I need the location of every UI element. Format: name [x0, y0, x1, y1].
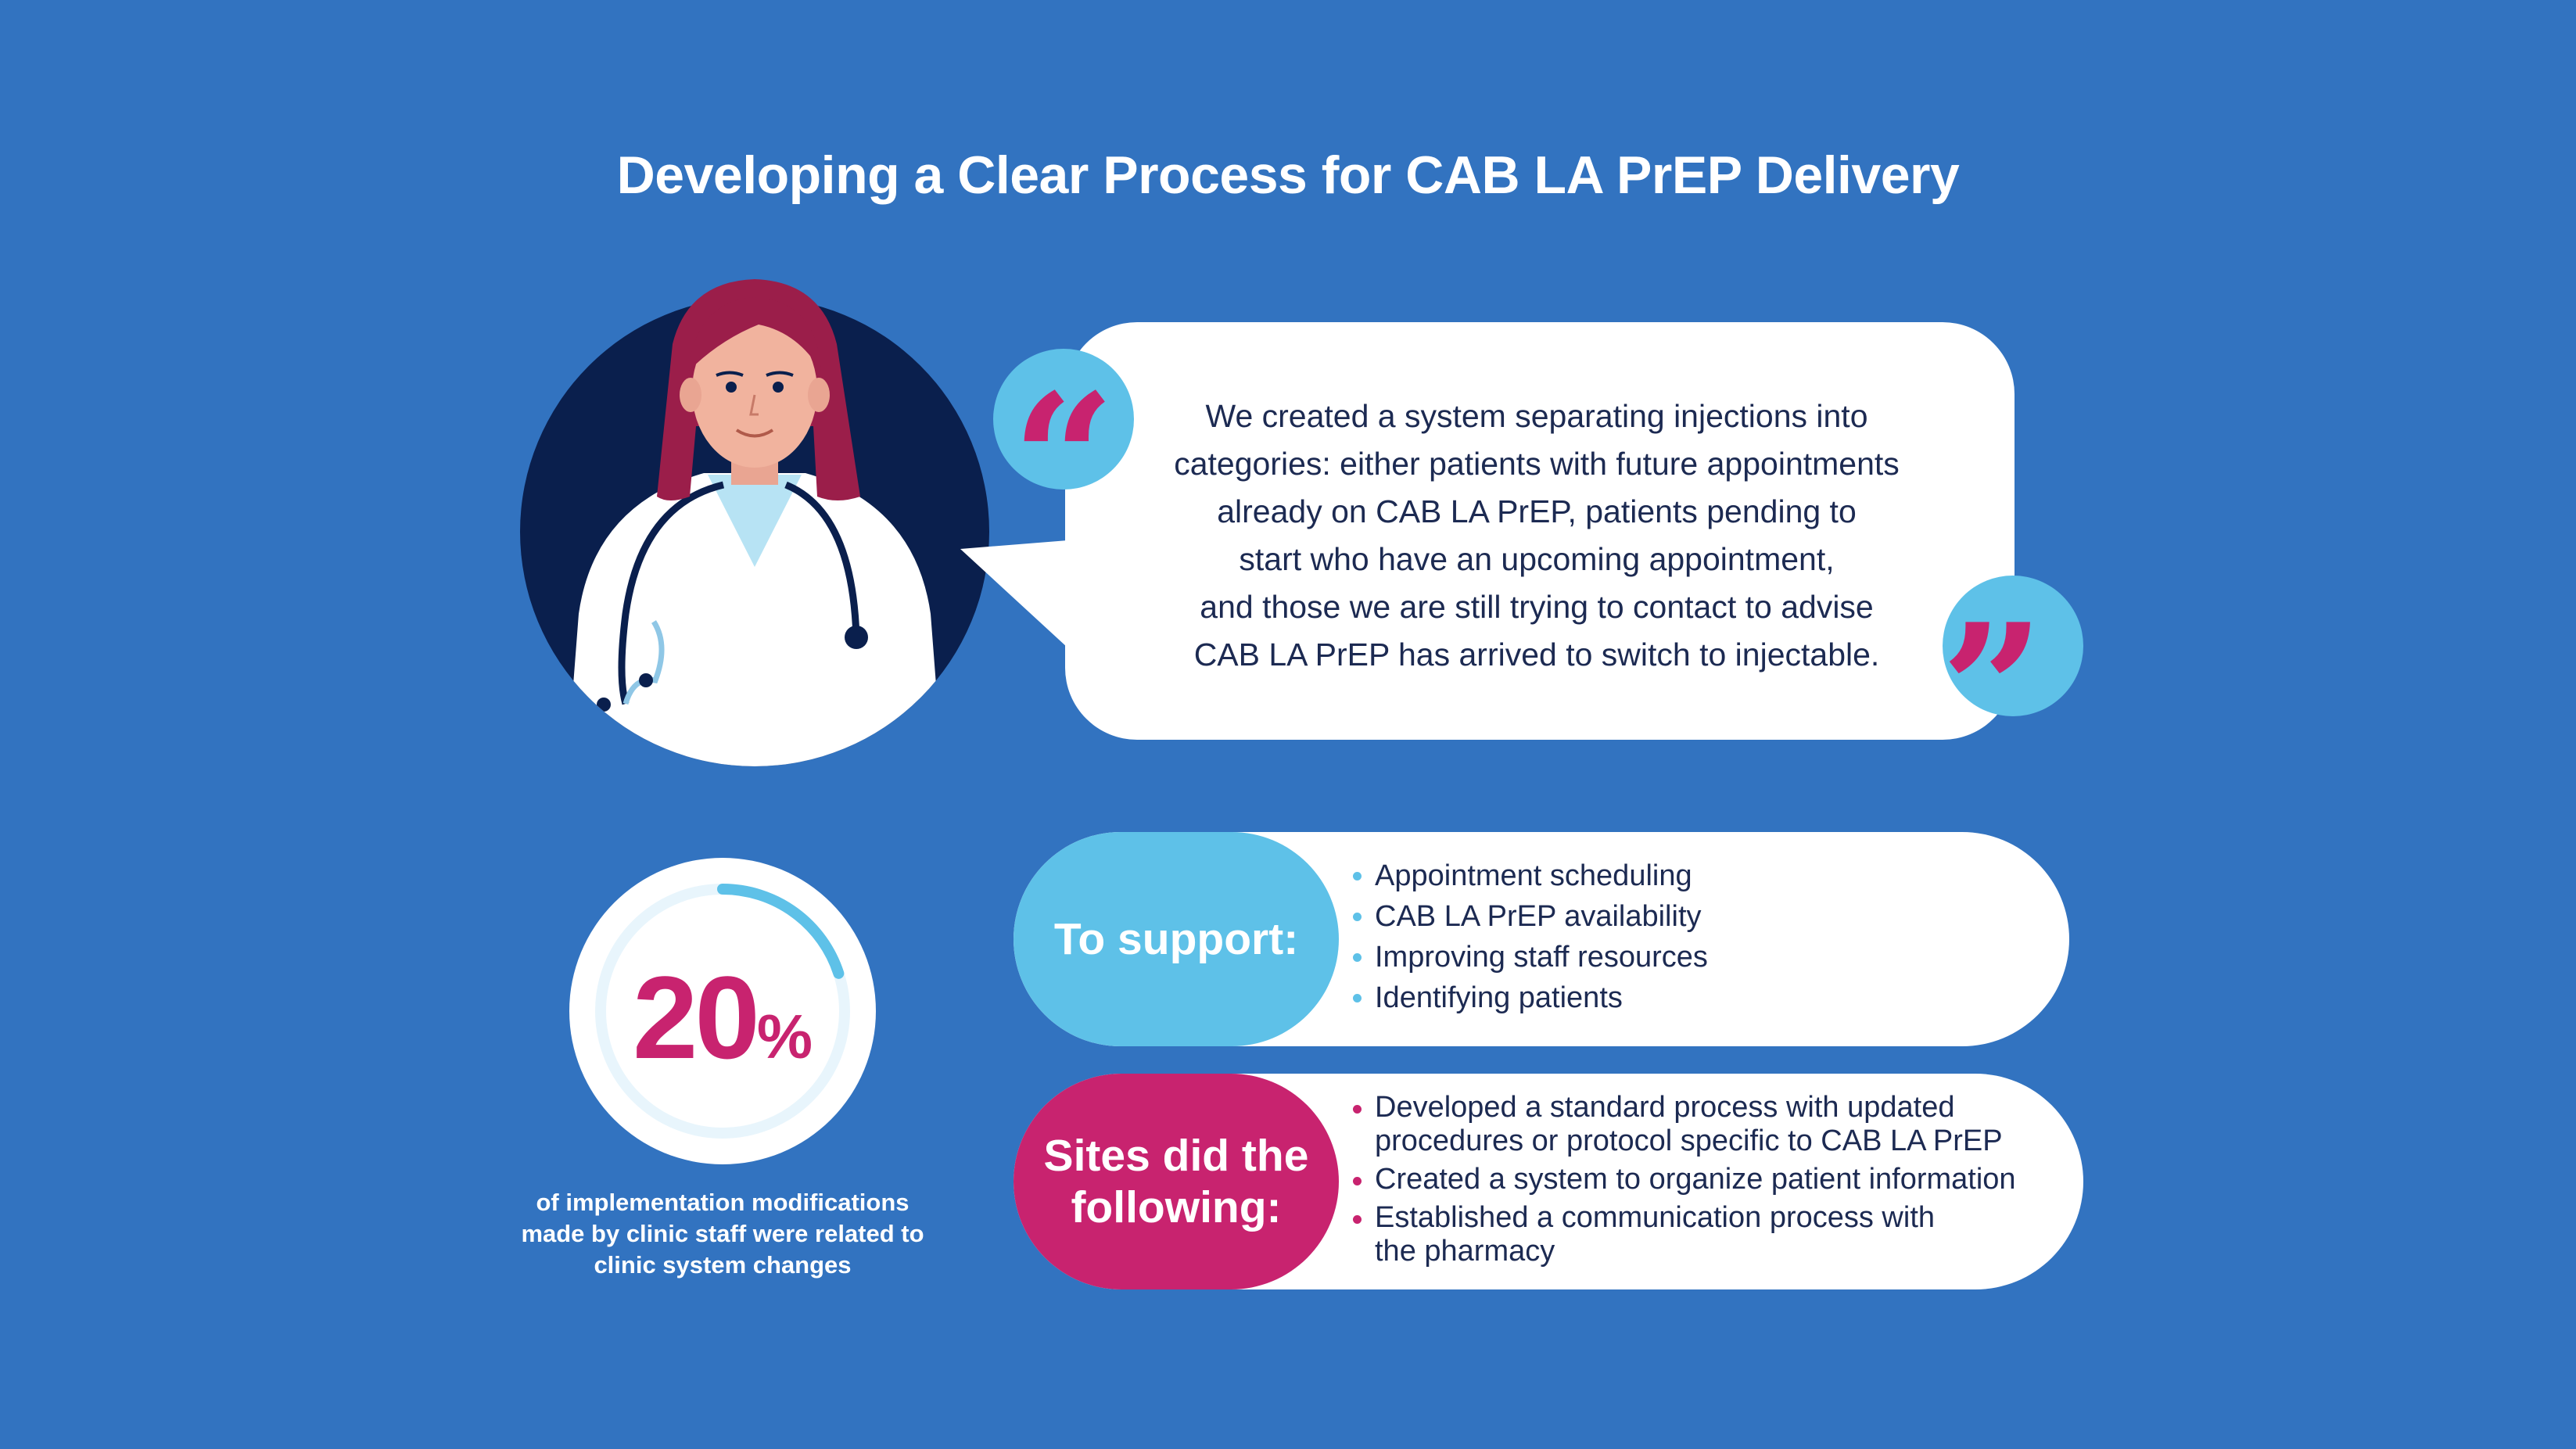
- support-label: To support:: [1014, 832, 1339, 1046]
- page-title: Developing a Clear Process for CAB LA Pr…: [616, 145, 1960, 205]
- quote-text: We created a system separating injection…: [1095, 393, 1979, 679]
- stat-unit: %: [756, 1002, 813, 1071]
- list-item-line: procedures or protocol specific to CAB L…: [1375, 1124, 2003, 1157]
- sites-label-line: following:: [1071, 1182, 1282, 1232]
- open-quote-icon: “: [993, 349, 1134, 566]
- progress-arc: [717, 884, 845, 979]
- support-panel: To support: Appointment scheduling CAB L…: [1014, 832, 2069, 1046]
- sites-panel: Sites did the following: Developed a sta…: [1014, 1074, 2083, 1289]
- sites-list: Developed a standard process with update…: [1350, 1091, 2016, 1273]
- quote-line: categories: either patients with future …: [1174, 446, 1900, 482]
- list-item-line: Established a communication process with: [1375, 1201, 1936, 1234]
- list-item-line: Developed a standard process with update…: [1375, 1091, 1955, 1124]
- stat-caption-line: of implementation modifications: [536, 1189, 909, 1216]
- quote-line: start who have an upcoming appointment,: [1239, 541, 1835, 577]
- sites-label: Sites did the following:: [1014, 1074, 1339, 1289]
- bubble-tail: [960, 540, 1078, 657]
- list-item: Improving staff resources: [1350, 937, 1708, 977]
- list-item: Identifying patients: [1350, 977, 1708, 1018]
- list-item: Created a system to organize patient inf…: [1350, 1163, 2016, 1196]
- list-item: CAB LA PrEP availability: [1350, 896, 1708, 937]
- quote-line: and those we are still trying to contact…: [1200, 589, 1874, 625]
- stat-value: 20%: [568, 950, 877, 1085]
- close-quote-icon: ”: [1941, 576, 2083, 796]
- quote-line: We created a system separating injection…: [1205, 398, 1868, 434]
- support-list: Appointment scheduling CAB LA PrEP avail…: [1350, 855, 1708, 1018]
- list-item: Appointment scheduling: [1350, 855, 1708, 896]
- quote-bubble: [1065, 322, 2015, 740]
- stat-number: 20: [633, 952, 760, 1083]
- list-item: Developed a standard process with update…: [1350, 1091, 2016, 1158]
- stat-ring: [569, 858, 876, 1164]
- list-item: Established a communication process with…: [1350, 1201, 2016, 1268]
- close-quote-glyph: ”: [1940, 585, 2045, 796]
- list-item-line: Created a system to organize patient inf…: [1375, 1163, 2016, 1196]
- list-item-line: the pharmacy: [1375, 1235, 1555, 1268]
- sites-label-line: Sites did the: [1043, 1131, 1309, 1181]
- stat-caption: of implementation modifications made by …: [485, 1187, 960, 1281]
- stat-caption-line: clinic system changes: [594, 1251, 852, 1279]
- stat-caption-line: made by clinic staff were related to: [521, 1220, 924, 1247]
- doctor-illustration: [520, 279, 989, 766]
- quote-line: already on CAB LA PrEP, patients pending…: [1217, 493, 1857, 529]
- open-quote-glyph: “: [1011, 355, 1116, 566]
- quote-line: CAB LA PrEP has arrived to switch to inj…: [1193, 637, 1880, 672]
